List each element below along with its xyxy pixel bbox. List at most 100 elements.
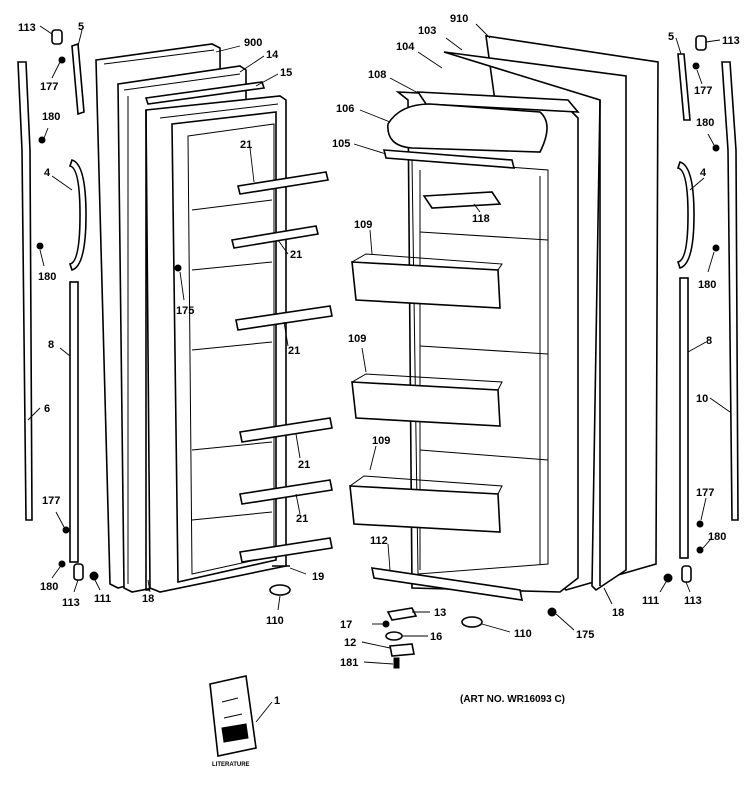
part-180-screw-right-1 bbox=[712, 144, 720, 152]
part-label-111-right: 111 bbox=[642, 595, 659, 607]
part-4-handle-left bbox=[68, 159, 87, 271]
part-label-19: 19 bbox=[312, 571, 324, 583]
part-180-screw-right-3 bbox=[696, 546, 704, 554]
part-label-180-left-1: 180 bbox=[42, 111, 60, 123]
part-8-strip-left bbox=[69, 281, 79, 563]
literature-booklet: LITERATURE bbox=[209, 675, 273, 768]
part-10-trim-right bbox=[721, 61, 739, 521]
left-side-parts bbox=[17, 25, 101, 593]
part-108-cover bbox=[416, 91, 580, 113]
part-label-180-left-2: 180 bbox=[38, 271, 56, 283]
part-label-1: 1 bbox=[274, 695, 280, 707]
part-label-21-d: 21 bbox=[298, 459, 310, 471]
part-label-8-left: 8 bbox=[48, 339, 54, 351]
part-17-screw bbox=[382, 620, 390, 628]
part-label-177-right-bottom: 177 bbox=[696, 487, 714, 499]
part-16-bushing bbox=[385, 631, 403, 641]
part-110-right bbox=[461, 616, 483, 628]
part-label-18-left: 18 bbox=[142, 593, 154, 605]
door-shelves-left bbox=[231, 171, 333, 563]
part-113-cap-right-top bbox=[695, 35, 707, 51]
part-113-cap-right-bottom bbox=[681, 565, 692, 583]
part-112-trim bbox=[370, 567, 524, 601]
part-label-10-right: 10 bbox=[696, 393, 708, 405]
part-181-screw bbox=[393, 657, 400, 669]
part-106-dairy-door bbox=[387, 103, 548, 153]
part-label-111-left: 111 bbox=[94, 593, 111, 605]
part-175-right bbox=[547, 607, 557, 617]
part-label-104: 104 bbox=[396, 41, 415, 53]
part-label-180-right-3: 180 bbox=[708, 531, 726, 543]
part-180-screw-left-1 bbox=[38, 136, 46, 144]
part-111-left bbox=[89, 571, 99, 581]
part-label-177-left-bottom: 177 bbox=[42, 495, 60, 507]
part-105-bar bbox=[382, 149, 516, 169]
part-label-113-left: 113 bbox=[18, 22, 36, 34]
part-label-118: 118 bbox=[472, 213, 490, 225]
part-label-18-right: 18 bbox=[612, 607, 624, 619]
literature-caption: LITERATURE bbox=[212, 762, 250, 768]
part-label-109-c: 109 bbox=[372, 435, 390, 447]
part-111-right bbox=[663, 573, 673, 583]
part-label-8-right: 8 bbox=[706, 335, 712, 347]
part-109-bin-c bbox=[349, 485, 501, 533]
hinge-parts bbox=[361, 607, 575, 669]
part-180-screw-left-3 bbox=[58, 560, 66, 568]
part-12-hinge-pin bbox=[389, 643, 415, 657]
part-label-109-b: 109 bbox=[348, 333, 366, 345]
part-label-4-left: 4 bbox=[44, 167, 51, 179]
part-label-180-right-1: 180 bbox=[696, 117, 714, 129]
part-177-screw-left-top bbox=[58, 56, 66, 64]
part-5-strip-left bbox=[71, 42, 85, 116]
part-label-21-a: 21 bbox=[240, 139, 252, 151]
part-15-top-trim bbox=[144, 81, 266, 105]
part-label-112: 112 bbox=[370, 535, 388, 547]
part-4-handle-right bbox=[676, 161, 695, 269]
part-109-bin-b bbox=[351, 381, 501, 427]
part-label-6-left: 6 bbox=[44, 403, 50, 415]
part-label-181: 181 bbox=[340, 657, 358, 669]
part-label-108: 108 bbox=[368, 69, 386, 81]
part-label-106: 106 bbox=[336, 103, 354, 115]
part-177-screw-right-bottom bbox=[696, 520, 704, 528]
part-label-13: 13 bbox=[434, 607, 446, 619]
part-109-bin-a bbox=[351, 261, 501, 309]
part-label-113-right-bottom: 113 bbox=[684, 595, 702, 607]
part-label-5-right: 5 bbox=[668, 31, 674, 43]
part-label-16: 16 bbox=[430, 631, 442, 643]
part-5-strip-right bbox=[677, 53, 691, 121]
right-side-parts bbox=[659, 35, 739, 593]
part-label-21-e: 21 bbox=[296, 513, 308, 525]
fresh-food-door-assembly bbox=[349, 23, 659, 605]
part-label-14: 14 bbox=[266, 49, 279, 61]
part-21-shelf-a bbox=[237, 171, 329, 195]
part-label-105: 105 bbox=[332, 138, 350, 150]
part-177-screw-left-bottom bbox=[62, 526, 70, 534]
part-label-12: 12 bbox=[344, 637, 356, 649]
part-label-110-left: 110 bbox=[266, 615, 284, 627]
part-113-cap-left-bottom bbox=[73, 563, 84, 581]
part-21-shelf-e bbox=[239, 479, 333, 505]
part-label-109-a: 109 bbox=[354, 219, 372, 231]
part-175-left bbox=[174, 264, 182, 272]
part-label-5-left: 5 bbox=[78, 21, 84, 33]
part-13-hinge-plate bbox=[386, 607, 418, 621]
part-label-110-right: 110 bbox=[514, 628, 532, 640]
part-180-screw-right-2 bbox=[712, 244, 720, 252]
freezer-door-assembly bbox=[95, 43, 333, 611]
part-118-egg-tray bbox=[422, 191, 502, 209]
art-number-note: (ART NO. WR16093 C) bbox=[460, 694, 565, 705]
part-label-15: 15 bbox=[280, 67, 292, 79]
part-8-strip-right bbox=[679, 277, 689, 559]
part-label-910: 910 bbox=[450, 13, 468, 25]
part-label-177-right-top: 177 bbox=[694, 85, 712, 97]
part-113-cap-left-top bbox=[51, 29, 63, 45]
part-label-177-left-top: 177 bbox=[40, 81, 58, 93]
part-label-175-right: 175 bbox=[576, 629, 594, 641]
part-label-4-right: 4 bbox=[700, 167, 707, 179]
part-110-left bbox=[269, 584, 291, 596]
part-177-screw-right-top bbox=[692, 62, 700, 70]
part-label-113-right-top: 113 bbox=[722, 35, 740, 47]
